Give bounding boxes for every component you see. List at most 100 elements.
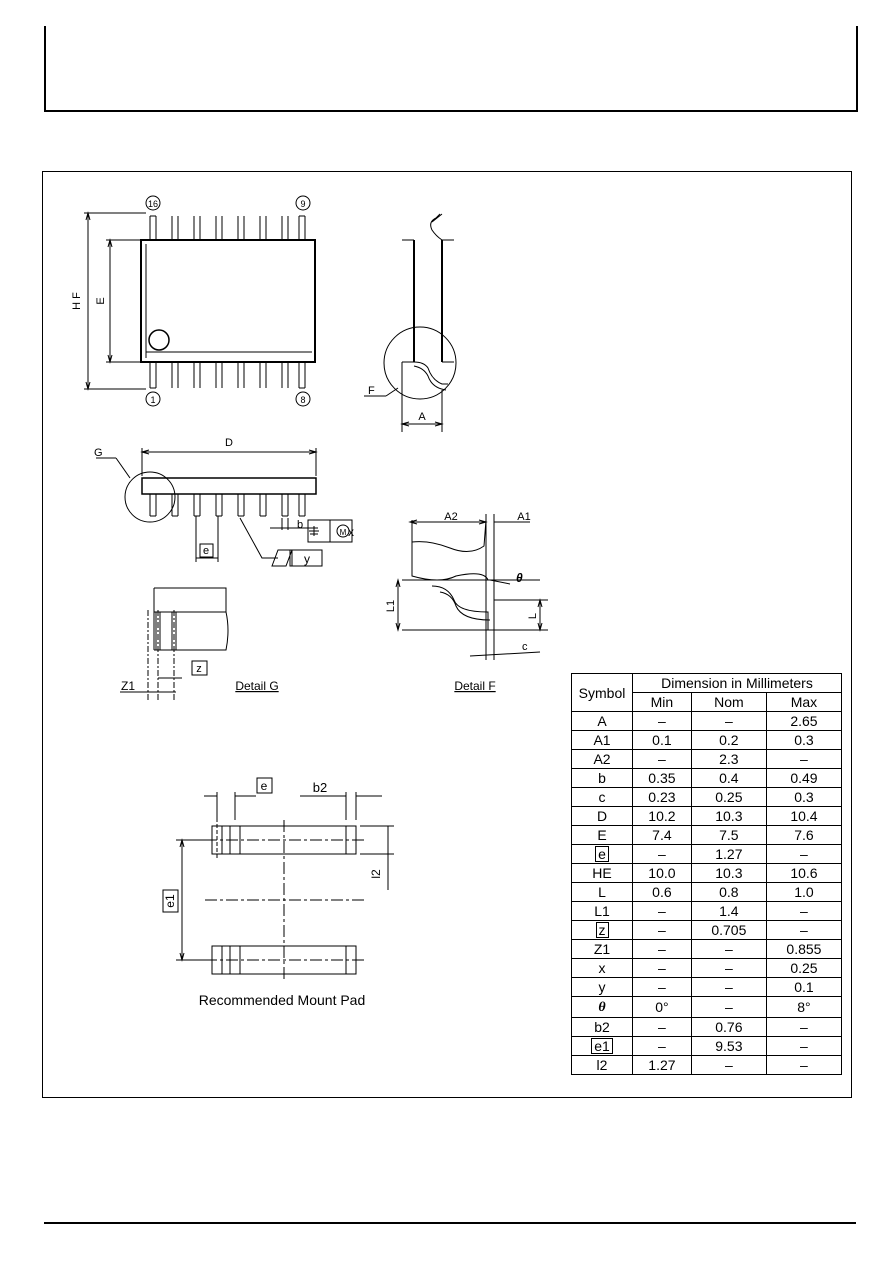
value-cell-max: 7.6	[765, 825, 843, 845]
value-cell-nom: 10.3	[690, 863, 767, 883]
label-f: F	[368, 385, 375, 397]
value-cell-max: 10.6	[765, 863, 843, 883]
symbol-cell: b	[571, 768, 633, 788]
value-cell-nom: 10.3	[690, 806, 767, 826]
pad-label-b2: b2	[313, 780, 327, 795]
symbol-cell: A2	[571, 749, 633, 769]
symbol-text: l2	[596, 1057, 608, 1073]
value-cell-nom: 0.25	[690, 787, 767, 807]
symbol-text: A2	[593, 751, 611, 767]
value-cell-max: 0.3	[765, 730, 843, 750]
pin-label-1: 1	[150, 395, 155, 405]
value-cell-min: –	[632, 920, 692, 940]
value-cell-max: –	[765, 901, 843, 921]
value-cell-nom: –	[690, 1055, 767, 1075]
symbol-cell: e1	[571, 1036, 633, 1056]
value-cell-min: 10.0	[632, 863, 692, 883]
value-cell-max: 2.65	[765, 711, 843, 731]
pad-label-l2: l2	[369, 869, 383, 879]
label-a: A	[418, 411, 426, 423]
value-cell-min: –	[632, 1017, 692, 1037]
table-row: L1–1.4–	[571, 901, 843, 921]
table-row: y––0.1	[571, 977, 843, 997]
col-max-header: Max	[765, 692, 843, 712]
drawing-frame	[42, 171, 852, 1098]
symbol-text: e	[595, 846, 609, 862]
table-row: b2–0.76–	[571, 1017, 843, 1037]
value-cell-min: 0.23	[632, 787, 692, 807]
value-cell-min: –	[632, 939, 692, 959]
label-c: c	[522, 641, 528, 653]
symbol-text: A1	[593, 732, 611, 748]
symbol-text: θ	[598, 1000, 606, 1015]
detail-g-drawing	[120, 587, 229, 700]
pin-label-16: 16	[148, 199, 158, 209]
value-cell-min: –	[632, 1036, 692, 1056]
label-z-box: z	[196, 663, 202, 675]
value-cell-min: –	[632, 977, 692, 997]
label-e-box: e	[203, 545, 209, 557]
symbol-cell: HE	[571, 863, 633, 883]
dimension-table: Symbol Dimension in Millimeters Min Nom …	[571, 673, 843, 1075]
value-cell-max: –	[765, 844, 843, 864]
value-cell-min: 7.4	[632, 825, 692, 845]
value-cell-min: 0°	[632, 996, 692, 1018]
symbol-text: y	[598, 979, 606, 995]
value-cell-nom: 1.27	[690, 844, 767, 864]
symbol-cell: D	[571, 806, 633, 826]
symbol-cell: l2	[571, 1055, 633, 1075]
value-cell-max: 0.3	[765, 787, 843, 807]
value-cell-max: –	[765, 920, 843, 940]
pad-label-e-box: e	[261, 779, 268, 793]
label-a1: A1	[517, 511, 530, 523]
label-b: b	[297, 519, 303, 531]
table-row: A––2.65	[571, 711, 843, 731]
value-cell-nom: –	[690, 996, 767, 1018]
value-cell-max: 0.1	[765, 977, 843, 997]
symbol-cell: x	[571, 958, 633, 978]
label-e: E	[95, 297, 107, 304]
detail-f-drawing	[395, 514, 548, 660]
symbol-text: x	[598, 960, 606, 976]
symbol-text: E	[597, 827, 607, 843]
value-cell-min: 10.2	[632, 806, 692, 826]
top-leads	[149, 215, 306, 240]
value-cell-nom: 9.53	[690, 1036, 767, 1056]
mount-pad-drawing	[176, 792, 394, 980]
fcf-y-label: y	[304, 552, 310, 566]
side-view	[364, 213, 457, 432]
group-header: Dimension in Millimeters	[632, 673, 842, 693]
bottom-leads	[149, 362, 306, 389]
table-row: e–1.27–	[571, 844, 843, 864]
value-cell-nom: 0.4	[690, 768, 767, 788]
symbol-cell: y	[571, 977, 633, 997]
label-z1: Z1	[121, 679, 135, 693]
value-cell-min: –	[632, 711, 692, 731]
value-cell-min: –	[632, 958, 692, 978]
fcf-x-label: x	[348, 525, 354, 539]
symbol-cell: L1	[571, 901, 633, 921]
value-cell-nom: –	[690, 958, 767, 978]
col-min-header: Min	[632, 692, 692, 712]
value-cell-nom: 0.76	[690, 1017, 767, 1037]
table-row: A2–2.3–	[571, 749, 843, 769]
value-cell-nom: –	[690, 711, 767, 731]
label-d: D	[225, 437, 233, 449]
label-g: G	[94, 447, 103, 459]
symbol-cell: A1	[571, 730, 633, 750]
value-cell-min: –	[632, 901, 692, 921]
table-row: e1–9.53–	[571, 1036, 843, 1056]
table-row: Z1––0.855	[571, 939, 843, 959]
value-cell-nom: 2.3	[690, 749, 767, 769]
value-cell-max: –	[765, 1036, 843, 1056]
symbol-cell: A	[571, 711, 633, 731]
mount-pad-caption: Recommended Mount Pad	[199, 992, 366, 1008]
header-box	[44, 26, 858, 112]
front-view	[96, 448, 353, 567]
symbol-text: L1	[594, 903, 610, 919]
value-cell-nom: 7.5	[690, 825, 767, 845]
